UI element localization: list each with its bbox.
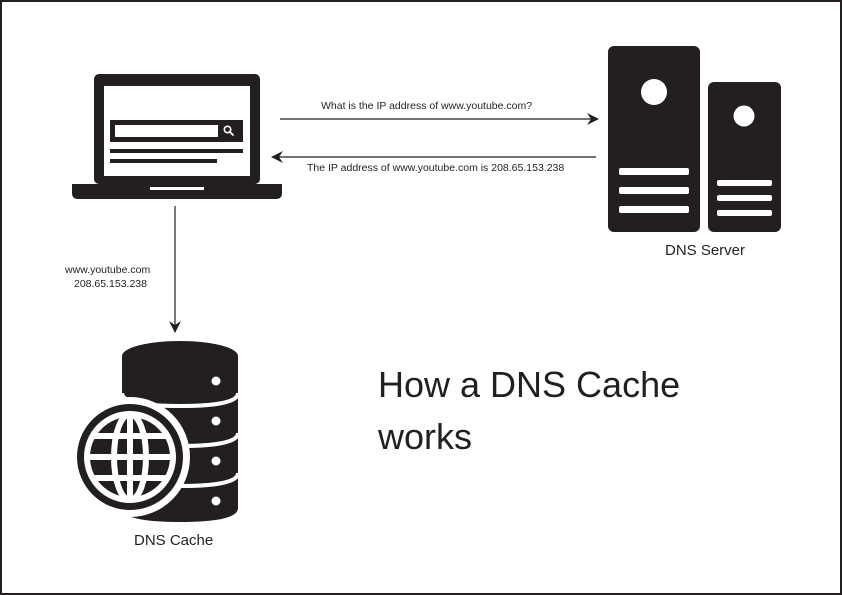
dns-server-label: DNS Server [665,242,746,259]
dns-server-icon [608,46,781,232]
answer-message-label: The IP address of www.youtube.com is 208… [307,162,565,174]
diagram-title-line-1: How a DNS Cache [378,364,681,405]
dns-cache-label: DNS Cache [134,532,214,549]
query-message-label: What is the IP address of www.youtube.co… [321,100,533,112]
search-icon [223,125,235,137]
cache-domain-label: www.youtube.com [65,264,151,276]
laptop-icon [72,74,282,199]
cache-ip-label: 208.65.153.238 [74,278,147,290]
diagram-title-line-2: works [378,416,473,457]
globe-icon [70,397,190,517]
